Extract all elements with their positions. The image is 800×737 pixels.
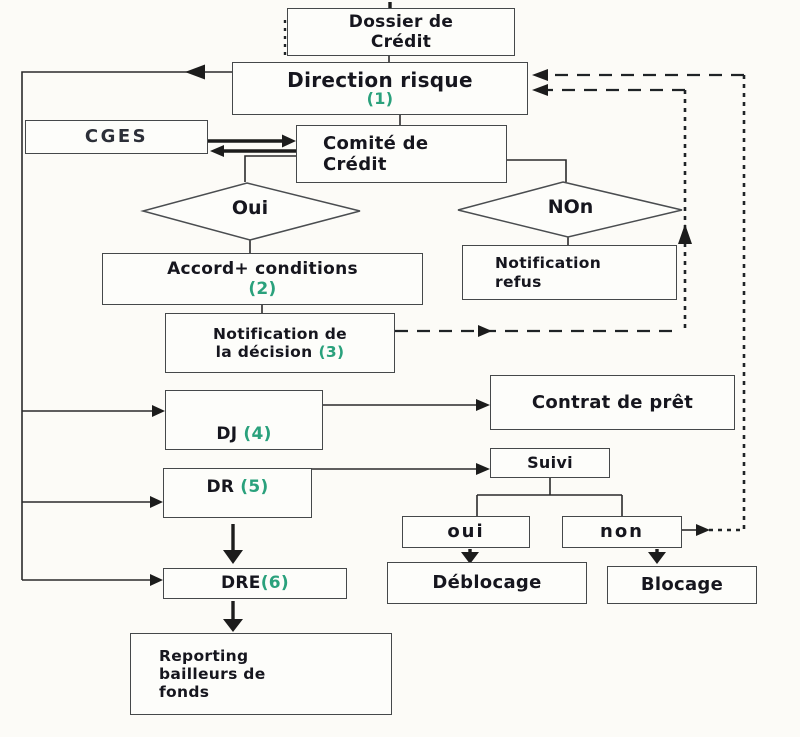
node-label-line: Crédit: [370, 32, 432, 52]
node-contrat-de-pret: Contrat de prêt: [490, 375, 735, 430]
node-label: Contrat de prêt: [531, 391, 694, 413]
step-number: (1): [366, 88, 394, 108]
arrow-dash-into-direction-2-icon: [532, 84, 548, 96]
arrow-into-dre-icon: [150, 574, 163, 586]
solid-connectors: [21, 56, 696, 581]
node-notification-decision: Notification de la décision (3): [165, 313, 395, 373]
arrow-into-dj-icon: [152, 405, 165, 417]
node-label-line: DR (5): [206, 477, 268, 497]
node-label-line: Notification de: [213, 324, 347, 343]
node-label: la décision: [215, 343, 313, 361]
step-number: (6): [260, 573, 289, 594]
node-label-line: Reporting: [159, 646, 249, 665]
node-dj: DJ (4): [165, 390, 323, 450]
node-label: non: [600, 521, 644, 543]
node-dossier-de-credit: Dossier de Crédit: [287, 8, 515, 56]
arrow-left-from-direction-icon: [185, 64, 205, 80]
arrow-cges-to-comite-icon: [282, 134, 296, 148]
node-label-line: DJ (4): [216, 424, 271, 444]
arrow-into-suivi-icon: [476, 463, 490, 475]
node-label-line: refus: [495, 272, 542, 291]
line-comite-to-oui-diamond: [244, 155, 296, 182]
node-label: DR: [206, 477, 235, 497]
node-label: CGES: [84, 126, 149, 148]
node-label-line: DRE (6): [221, 573, 289, 593]
node-label-line: la décision (3): [216, 343, 345, 361]
node-label: Accord+ conditions: [167, 258, 358, 279]
oui-diamond-shape: [140, 182, 361, 241]
node-label: oui: [447, 521, 485, 543]
node-label-line: fonds: [159, 683, 210, 702]
oui-diamond-label: Oui: [231, 197, 269, 219]
node-non: non: [562, 516, 682, 548]
node-label-line: bailleurs de: [159, 664, 266, 683]
node-reporting-bailleurs: Reporting bailleurs de fonds: [130, 633, 392, 715]
node-accord-conditions: Accord+ conditions (2): [102, 253, 423, 305]
node-label-line: Notification: [495, 254, 602, 273]
step-number: (3): [318, 343, 345, 361]
node-dr: DR (5): [163, 468, 312, 518]
node-label: Déblocage: [432, 572, 542, 594]
non-diamond-label: NOn: [547, 196, 594, 218]
thick-connectors: [126, 2, 659, 621]
node-blocage: Blocage: [607, 566, 757, 604]
non-diamond-shape: [457, 181, 683, 238]
node-dre: DRE (6): [163, 568, 347, 599]
arrow-dash-up-icon: [678, 224, 692, 244]
arrow-into-blocage-icon: [648, 552, 666, 564]
node-oui: oui: [402, 516, 530, 548]
arrow-into-contrat-icon: [476, 399, 490, 411]
arrow-dash-nonbox-icon: [696, 524, 710, 536]
node-label: Suivi: [527, 452, 573, 472]
node-label-line: Dossier de: [348, 11, 454, 32]
node-label: Blocage: [640, 574, 724, 596]
node-label: DRE: [221, 573, 261, 594]
node-suivi: Suivi: [490, 448, 610, 478]
arrow-into-dr-icon: [150, 496, 163, 508]
node-cges: CGES: [25, 120, 208, 154]
step-number: (4): [243, 423, 272, 444]
node-notification-refus: Notification refus: [462, 245, 677, 300]
node-label: Direction risque: [287, 67, 473, 92]
node-label: DJ: [216, 423, 238, 444]
dashed-connectors: [283, 20, 746, 532]
arrow-dash-into-direction-1-icon: [532, 69, 548, 81]
decision-diamonds: [140, 181, 683, 241]
node-label-line: Comité de: [323, 132, 429, 154]
line-comite-to-non-diamond: [507, 159, 567, 182]
step-number: (2): [248, 279, 277, 299]
arrow-dash-decision-icon: [478, 325, 492, 337]
arrow-into-deblocage-icon: [461, 552, 479, 564]
node-direction-risque: Direction risque (1): [232, 62, 528, 115]
arrow-dre-to-reporting-icon: [223, 619, 243, 632]
line-suivi-branch: [476, 478, 623, 516]
step-number: (5): [240, 477, 269, 497]
node-deblocage: Déblocage: [387, 562, 587, 604]
arrow-dr-to-dre-icon: [223, 550, 243, 564]
node-label-line: Crédit: [323, 154, 387, 175]
dot-vertical-outer: [700, 75, 746, 532]
node-comite-de-credit: Comité de Crédit: [296, 125, 507, 183]
arrow-comite-to-cges-icon: [210, 145, 224, 157]
